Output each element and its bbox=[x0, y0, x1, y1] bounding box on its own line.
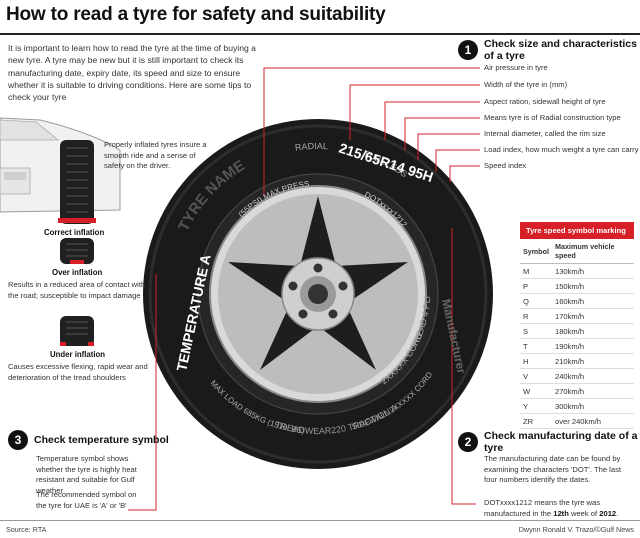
annotation-load-index: Load index, how much weight a tyre can c… bbox=[484, 145, 639, 154]
page-title: How to read a tyre for safety and suitab… bbox=[6, 4, 386, 25]
section-3-body: Temperature symbol shows whether the tyr… bbox=[36, 454, 137, 495]
speed-symbol-cell: M bbox=[520, 263, 552, 279]
under-inflation-text: Causes excessive flexing, rapid wear and… bbox=[8, 362, 148, 382]
speed-value-cell: 160km/h bbox=[551, 293, 634, 309]
speed-value-cell: over 240km/h bbox=[551, 413, 634, 429]
tyre-temperature-text: TEMPERATURE A bbox=[173, 253, 213, 373]
speed-panel-heading: Tyre speed symbol marking bbox=[520, 222, 634, 239]
annotation-air-pressure: Air pressure in tyre bbox=[484, 63, 548, 72]
example-week: 12th bbox=[553, 508, 569, 518]
speed-symbol-cell: H bbox=[520, 353, 552, 369]
example-text-end: . bbox=[616, 508, 619, 518]
tyre-maxpress-text: (55PSI) MAX PRESS bbox=[237, 179, 310, 219]
speed-symbol-cell: S bbox=[520, 323, 552, 339]
speed-column-header: Maximum vehicle speed bbox=[551, 239, 634, 264]
inflation-intro: Properly inflated tyres insure a smooth … bbox=[104, 140, 207, 170]
over-inflation-text: Results in a reduced area of contact wit… bbox=[8, 280, 146, 300]
footer-divider bbox=[0, 520, 640, 521]
section-1-heading: 1 Check size and characteristics of a ty… bbox=[458, 38, 640, 62]
artist-credit: Dwynn Ronald V. Trazo/©Gulf News bbox=[518, 525, 634, 534]
speed-value-cell: 190km/h bbox=[551, 338, 634, 354]
svg-text:TREADWEAR220 TRACTION A: TREADWEAR220 TRACTION A bbox=[274, 402, 399, 436]
symbol-column-header: Symbol bbox=[520, 239, 552, 264]
speed-symbol-cell: T bbox=[520, 338, 552, 354]
svg-text:(55PSI) MAX PRESS: (55PSI) MAX PRESS bbox=[237, 179, 310, 219]
tyre-size-code: 215/65R14 95H bbox=[337, 140, 435, 186]
main-tyre bbox=[143, 119, 493, 469]
speed-value-cell: 170km/h bbox=[551, 308, 634, 324]
under-inflation-tyre bbox=[60, 316, 94, 346]
svg-text:RADIAL: RADIAL bbox=[294, 141, 328, 153]
section-3-title: Check temperature symbol bbox=[34, 434, 169, 446]
speed-symbol-cell: W bbox=[520, 383, 552, 399]
speed-symbol-cell: Y bbox=[520, 398, 552, 414]
annotation-speed-index: Speed index bbox=[484, 161, 527, 170]
speed-value-cell: 210km/h bbox=[551, 353, 634, 369]
section-2-body: The manufacturing date can be found by e… bbox=[484, 454, 621, 484]
correct-inflation-label: Correct inflation bbox=[44, 228, 105, 237]
speed-symbol-cell: Q bbox=[520, 293, 552, 309]
correct-inflation-tyre bbox=[58, 140, 96, 224]
speed-value-cell: 130km/h bbox=[551, 263, 634, 279]
speed-value-cell: 240km/h bbox=[551, 368, 634, 384]
section-3-recommendation: The recommended symbol on the tyre for U… bbox=[36, 490, 137, 510]
over-inflation-label: Over inflation bbox=[52, 268, 103, 277]
section-1-title: Check size and characteristics of a tyre bbox=[484, 38, 637, 62]
example-text-mid: week of bbox=[568, 508, 600, 518]
section-2-example: DOTxxxx1212 means the tyre was manufactu… bbox=[484, 498, 636, 519]
speed-value-cell: 300km/h bbox=[551, 398, 634, 414]
section-2-number: 2 bbox=[458, 432, 478, 452]
source-credit: Source: RTA bbox=[6, 525, 47, 534]
tyre-dot-text: DOTxxxx1212 bbox=[363, 190, 409, 229]
annotation-lines bbox=[128, 67, 480, 511]
speed-table-header: Symbol Maximum vehicle speed bbox=[520, 239, 634, 264]
section-2-heading: 2 Check manufacturing date of a tyre bbox=[458, 430, 640, 454]
speed-symbol-cell: ZR bbox=[520, 413, 552, 429]
over-inflation-tyre bbox=[60, 238, 94, 264]
section-3-heading: 3 Check temperature symbol bbox=[8, 430, 169, 450]
svg-text:DOTxxxx1212: DOTxxxx1212 bbox=[363, 190, 409, 229]
section-2-title: Check manufacturing date of a tyre bbox=[484, 430, 638, 454]
speed-symbol-panel: Tyre speed symbol marking Symbol Maximum… bbox=[520, 222, 634, 429]
annotation-width: Width of the tyre in (mm) bbox=[484, 80, 568, 89]
annotation-rim-size: Internal diameter, called the rim size bbox=[484, 129, 606, 138]
example-text: DOTxxxx1212 means the tyre was manufactu… bbox=[484, 498, 601, 518]
speed-value-cell: 270km/h bbox=[551, 383, 634, 399]
annotation-aspect-ratio: Aspect ration, sidewall height of tyre bbox=[484, 97, 606, 106]
tyre-radial-text: RADIAL bbox=[294, 141, 328, 153]
speed-value-cell: 150km/h bbox=[551, 278, 634, 294]
under-inflation-label: Under inflation bbox=[50, 350, 106, 359]
tyre-manufacturer-text: Manufacturer bbox=[439, 298, 469, 376]
tyre-treadwear-text: TREADWEAR220 TRACTION A bbox=[274, 402, 399, 436]
speed-symbol-cell: P bbox=[520, 278, 552, 294]
speed-value-cell: 180km/h bbox=[551, 323, 634, 339]
section-3-number: 3 bbox=[8, 430, 28, 450]
example-year: 2012 bbox=[599, 508, 617, 518]
title-divider bbox=[0, 33, 640, 35]
section-1-number: 1 bbox=[458, 40, 478, 60]
annotation-radial: Means tyre is of Radial construction typ… bbox=[484, 113, 621, 122]
speed-symbol-cell: R bbox=[520, 308, 552, 324]
speed-symbol-cell: V bbox=[520, 368, 552, 384]
intro-text: It is important to learn how to read the… bbox=[8, 43, 256, 103]
